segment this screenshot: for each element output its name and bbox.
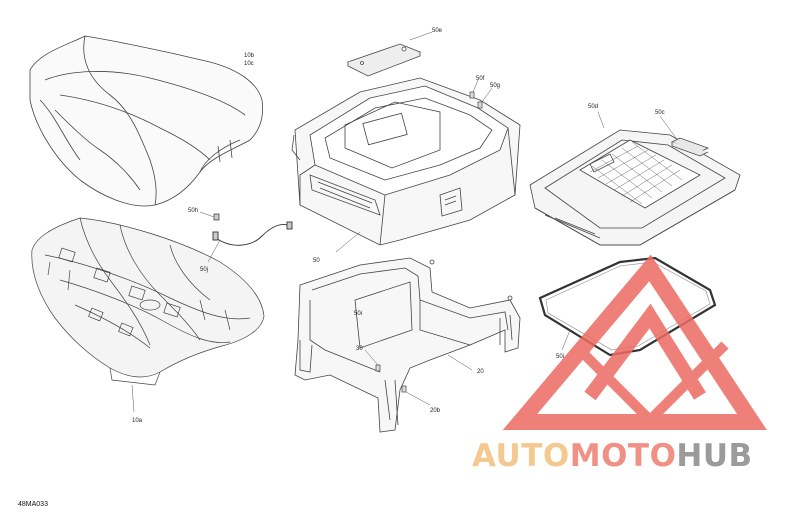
figure-code: 48MA033 [18,501,48,508]
leader-50f [472,79,479,93]
watermark-triangle-icon [502,254,767,430]
callout-50g: 50g [490,83,500,89]
leader-50d [597,111,605,129]
callout-10b: 10b [244,53,255,59]
callout-50: 50 [313,258,320,264]
leader-20 [447,354,473,371]
leader-50i-seal [561,329,571,351]
callout-30: 30 [356,346,363,352]
screws-50f-50g [469,91,483,109]
storage-lid [529,129,741,246]
leader-50h [199,211,215,218]
callout-50d: 50d [588,104,598,110]
callout-50i: 50i [354,311,362,317]
callout-20: 20 [477,369,484,375]
gasket-inner-line [545,261,711,351]
leader-10a [131,384,135,413]
release-cable [212,221,293,246]
callout-50c: 50c [655,110,665,116]
watermark-text: AUTOMOTOHUB [472,438,753,474]
watermark-logo: AUTOMOTOHUB [472,254,767,474]
leader-50 [335,231,361,253]
leader-50j [207,239,221,263]
cable-clip [213,213,220,221]
watermark-hub: HUB [676,438,752,474]
leader-30 [364,349,379,366]
callout-10c: 10c [244,61,254,67]
seat-base-pan [31,217,265,386]
callout-50j: 50j [200,267,208,273]
latch-50c [670,137,710,157]
storage-bin [291,77,521,246]
leader-50g [481,87,493,103]
gasket-seal [538,256,717,357]
callout-50e: 50e [432,28,443,34]
support-frame [294,257,521,433]
leader-20b [405,391,431,406]
callout-50i-seal: 50i [556,354,564,360]
seat-cushion [29,35,264,207]
callout-20b: 20b [430,408,441,414]
hinge-bracket [346,43,422,77]
callout-50h: 50h [188,208,198,214]
leader-50c [659,115,677,139]
callout-10a: 10a [132,418,143,424]
callout-50f: 50f [476,76,485,82]
leader-50e [409,31,433,41]
watermark-moto: MOTO [570,438,677,474]
watermark-auto: AUTO [472,438,570,474]
